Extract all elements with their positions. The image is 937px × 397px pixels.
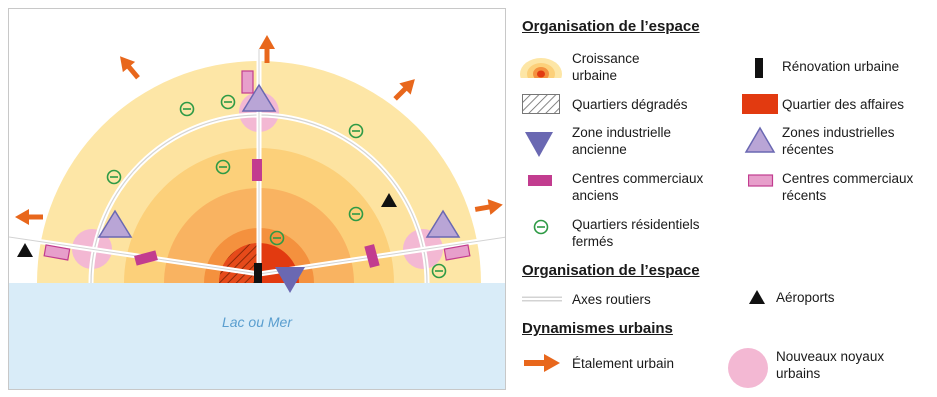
legend-label-degrades: Quartiers dégradés [572,97,688,112]
urban-sprawl-symbol [524,354,560,372]
old-industrial-zone [275,267,305,293]
old-industrial-symbol [525,132,553,157]
recent-industrial-symbol [744,126,776,153]
legend-section-title: Dynamismes urbains [522,320,673,337]
recent-industrial-west [97,209,133,238]
urban-model-diagram: Lac ou Mer [8,8,506,390]
legend-label-noyaux: Nouveaux noyaux urbains [776,349,885,381]
recent-commercial-centre [443,244,471,261]
legend-section-title: Organisation de l’espace [522,262,700,279]
legend-label-etalement: Étalement urbain [572,356,675,371]
business-district-symbol [742,94,778,114]
urban-growth-symbol [520,58,562,78]
airport-symbol [749,290,765,304]
legend-label-croissance: Croissance urbaine [572,51,640,83]
degraded-quarters-symbol [522,94,560,114]
water-body [9,283,505,389]
urban-sprawl-arrows [15,35,503,225]
legend-label-cc-recents: Centres commerciaux récents [782,171,914,203]
urban-renovation-symbol [755,58,763,78]
legend-label-zi-ancienne: Zone industrielle ancienne [572,125,672,157]
legend-label-zi-recentes: Zones industrielles récentes [782,125,895,157]
water-label: Lac ou Mer [222,314,293,330]
recent-commercial-centre [43,244,71,261]
road-axis-symbol [522,296,562,302]
gated-residential-areas [106,94,447,279]
legend-label-axes: Axes routiers [572,292,651,307]
recent-commercial-centre [241,70,254,94]
legend-label-cc-anciens: Centres commerciaux anciens [572,171,704,203]
legend: Organisation de l’espace Croissance urba… [514,8,937,390]
recent-industrial-north [241,83,277,112]
legend-label-residentiels: Quartiers résidentiels fermés [572,217,700,249]
old-commercial-symbol [528,175,552,186]
recent-industrial-east [425,209,461,238]
airport [17,243,33,257]
legend-label-aeroports: Aéroports [776,290,835,305]
old-commercial-centre [364,244,380,268]
old-commercial-centre [252,159,262,181]
new-nucleus-symbol [728,348,768,388]
legend-label-renovation: Rénovation urbaine [782,59,900,74]
urban-renovation [254,263,262,283]
old-commercial-centre [134,250,158,266]
legend-label-affaires: Quartier des affaires [782,97,905,112]
diagram-canvas: Lac ou Mer [9,35,505,389]
legend-section-title: Organisation de l’espace [522,18,700,35]
recent-commercial-symbol [748,174,774,187]
airport [381,193,397,207]
gated-residential-symbol [533,219,549,235]
